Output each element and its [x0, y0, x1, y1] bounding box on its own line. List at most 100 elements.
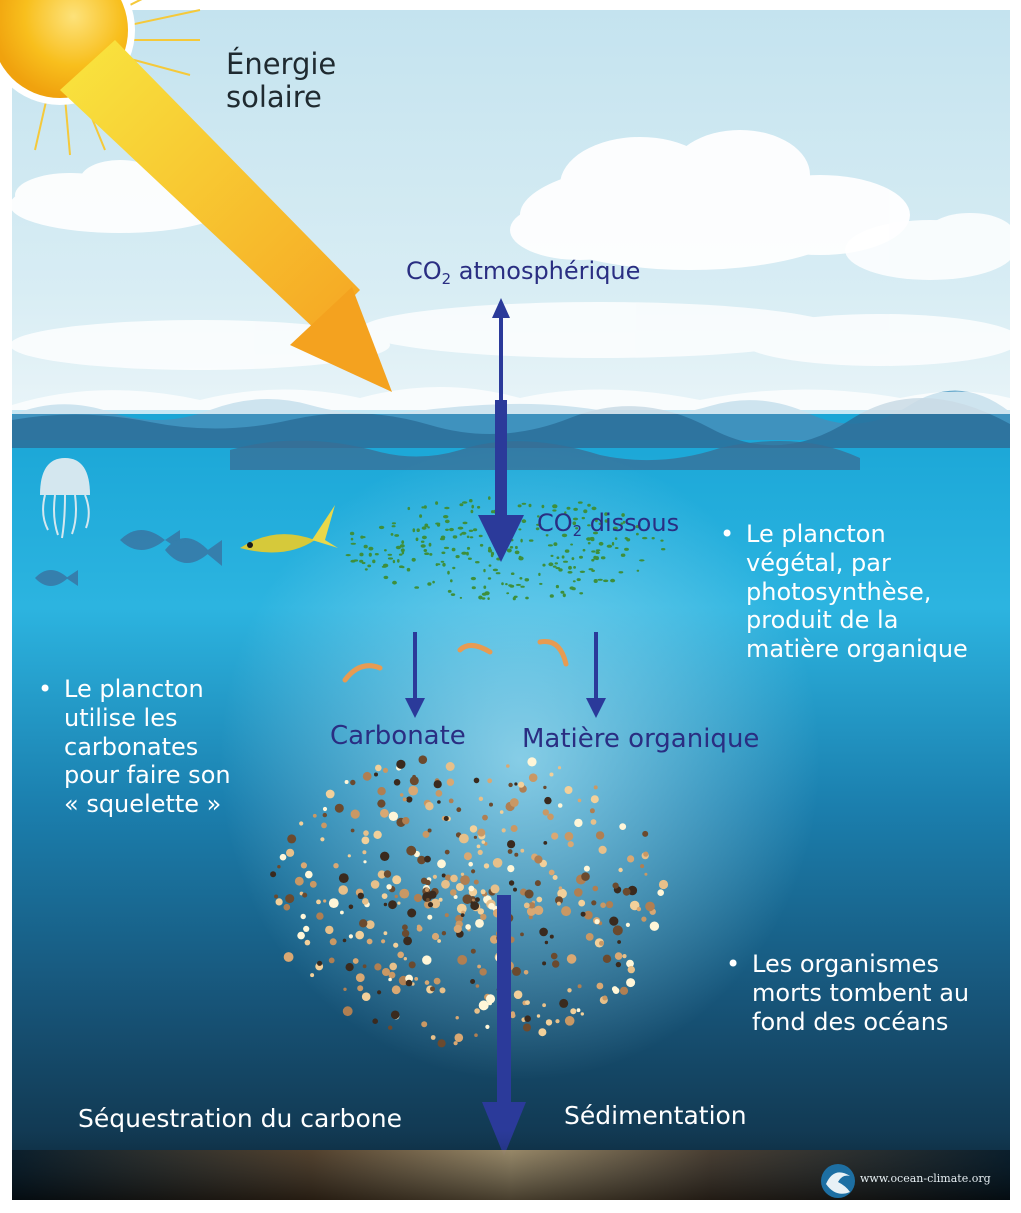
phytoplankton-dot — [606, 544, 613, 548]
sinking-particle — [576, 1008, 581, 1013]
sinking-particle — [474, 1033, 478, 1037]
sinking-particle — [550, 952, 558, 960]
sinking-particle — [591, 900, 597, 906]
phytoplankton-dot — [588, 568, 594, 571]
sinking-particle — [300, 913, 306, 920]
sinking-particle — [488, 902, 495, 910]
sinking-particle — [480, 889, 486, 895]
phytoplankton-dot — [518, 555, 522, 558]
phytoplankton-dot — [564, 549, 570, 553]
phytoplankton-dot — [457, 526, 464, 530]
sinking-particle — [542, 961, 547, 966]
sinking-particle — [402, 817, 410, 825]
sinking-particle — [350, 828, 355, 833]
phytoplankton-dot — [604, 512, 608, 516]
phytoplankton-dot — [466, 535, 470, 539]
phytoplankton-dot — [591, 506, 597, 511]
solar-energy-arrow — [60, 40, 392, 392]
sinking-particle — [625, 922, 631, 928]
phytoplankton-dot — [568, 565, 572, 570]
sinking-particle — [424, 887, 430, 892]
phytoplankton-dot — [506, 548, 512, 553]
sinking-particle — [528, 915, 533, 920]
sinking-particle — [642, 830, 649, 837]
sinking-particle — [363, 860, 367, 864]
sinking-particle — [316, 912, 324, 920]
phytoplankton-dot — [614, 537, 618, 540]
website-link[interactable]: www.ocean-climate.org — [860, 1172, 991, 1185]
sinking-particle — [342, 938, 347, 943]
phytoplankton-dot — [618, 571, 624, 574]
sinking-particle — [506, 764, 510, 768]
sinking-particle — [570, 1008, 577, 1015]
sinking-particle — [397, 951, 405, 959]
phytoplankton-dot — [459, 596, 463, 599]
phytoplankton-dot — [547, 544, 553, 547]
sinking-particle — [510, 1012, 516, 1019]
sinking-particle — [614, 952, 623, 960]
co2-atmospheric-label: CO2 atmosphérique — [406, 257, 641, 289]
sinking-particle — [657, 889, 664, 896]
sinking-particle — [509, 798, 519, 807]
sinking-particle — [490, 884, 500, 894]
sinking-particle — [558, 886, 563, 890]
jellyfish-icon — [40, 458, 90, 539]
sinking-particle — [380, 851, 390, 861]
phytoplankton-dot — [345, 554, 351, 557]
phytoplankton-dot — [538, 572, 541, 577]
phytoplankton-dot — [445, 528, 449, 531]
sinking-particle — [490, 935, 499, 944]
sinking-particle — [489, 802, 493, 807]
sinking-particle — [482, 814, 488, 821]
phytoplankton-dot — [391, 522, 396, 525]
sinking-particle — [619, 986, 629, 995]
phytoplankton-dot — [359, 559, 364, 563]
phytoplankton-dot — [392, 559, 396, 564]
phytoplankton-dot — [441, 551, 446, 555]
sinking-particle — [475, 919, 484, 928]
sinking-particle — [523, 970, 529, 975]
plankton-carbonates-note: Le plancton utilise les carbonates pour … — [38, 675, 231, 819]
sinking-particle — [499, 810, 504, 814]
sinking-particle — [383, 870, 392, 878]
phytoplankton-dot — [436, 563, 441, 566]
sinking-particle — [286, 848, 295, 857]
sinking-particle — [477, 849, 483, 856]
sinking-particle — [471, 869, 476, 874]
sinking-particle — [577, 984, 582, 989]
sinking-particle — [399, 793, 404, 797]
sinking-particle — [641, 916, 647, 922]
sinking-particle — [377, 787, 386, 796]
phytoplankton-dot — [427, 526, 430, 529]
sinking-particle — [388, 977, 392, 982]
phytoplankton-dot — [545, 534, 549, 537]
sinking-particle — [377, 990, 382, 995]
sinking-particle — [406, 796, 413, 803]
phytoplankton-dot — [374, 553, 379, 556]
fish-icon — [35, 530, 222, 586]
sinking-particle — [559, 998, 569, 1008]
sinking-particle — [445, 874, 452, 881]
phytoplankton-dot — [537, 515, 540, 518]
sinking-particle — [396, 759, 406, 769]
phytoplankton-dot — [567, 571, 573, 574]
sinking-particle — [403, 957, 407, 961]
sinking-particle — [374, 963, 382, 971]
sinking-particle — [426, 897, 430, 902]
phytoplankton-dot — [598, 522, 602, 525]
phytoplankton-dot — [435, 522, 441, 525]
phytoplankton-dot — [487, 577, 492, 580]
phytoplankton-dot — [447, 570, 450, 575]
phytoplankton-dot — [391, 525, 396, 528]
sinking-particle — [476, 844, 481, 849]
phytoplankton-dot — [483, 568, 486, 573]
sinking-particle — [361, 992, 371, 1001]
sinking-particle — [430, 898, 441, 909]
sinking-particle — [309, 880, 317, 888]
sinking-particle — [310, 973, 315, 978]
sinking-particle — [627, 855, 635, 863]
phytoplankton-dot — [612, 526, 618, 530]
sinking-particle — [302, 892, 308, 898]
phytoplankton-dot — [419, 514, 423, 518]
wave-icon — [12, 387, 1010, 470]
